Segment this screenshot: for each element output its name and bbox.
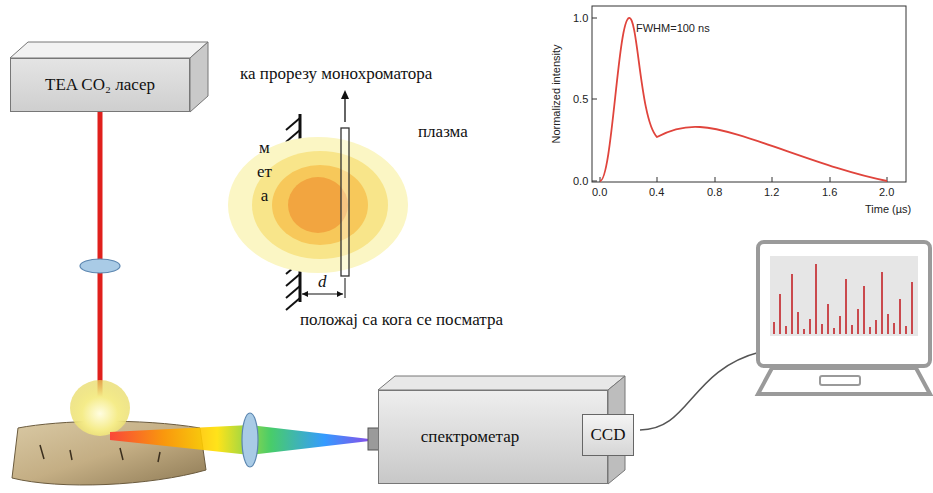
plasma-label: плазма <box>418 122 468 142</box>
spectrometer-top <box>378 376 625 390</box>
x-tick: 0.8 <box>707 186 722 198</box>
arrow-head <box>302 291 308 297</box>
screen-area <box>770 256 918 336</box>
x-axis-title: Time (µs) <box>865 203 911 215</box>
chart-frame <box>592 6 906 182</box>
x-tick: 1.6 <box>822 186 837 198</box>
target-label: мета <box>256 136 273 207</box>
plasma-outer <box>228 137 408 273</box>
distance-tick <box>345 278 346 298</box>
x-tick: 2.0 <box>879 186 894 198</box>
distance-label: d <box>318 272 327 292</box>
collecting-lens <box>242 413 258 467</box>
arrow-head <box>337 291 343 297</box>
laptop-base <box>758 368 930 394</box>
laptop-screen <box>758 242 930 366</box>
laser-box: TEA CO₂ ласер <box>10 58 190 112</box>
node-text: TEA CO₂ ласер <box>45 75 155 95</box>
fwhm-note: FWHM=100 ns <box>636 22 710 34</box>
x-tick: 1.2 <box>764 186 779 198</box>
plasma-inner <box>272 165 368 245</box>
sample-marks <box>40 445 160 462</box>
observation-slit <box>341 128 349 276</box>
y-tick: 0.5 <box>573 93 588 105</box>
y-tick: 1.0 <box>573 12 588 24</box>
node-text: CCD <box>591 425 626 445</box>
x-tick: 0.4 <box>649 186 664 198</box>
arrow-head <box>341 90 349 99</box>
distance-line <box>302 293 343 294</box>
data-cable <box>640 352 760 430</box>
plasma-core <box>288 177 348 233</box>
y-tick: 0.0 <box>573 175 588 187</box>
laser-side <box>190 42 208 112</box>
plasma-mid <box>252 151 388 259</box>
observation-label: положај са кога се посматра <box>300 310 503 330</box>
x-tick: 0.0 <box>592 186 607 198</box>
touchpad <box>820 376 860 385</box>
spectrum-lines <box>774 264 912 334</box>
y-axis-title: Normalized intensity <box>550 44 562 143</box>
direction-arrow <box>344 96 345 122</box>
intensity-curve <box>600 18 887 181</box>
plasma-glow <box>70 380 130 436</box>
focusing-lens <box>80 259 120 273</box>
ccd-box: CCD <box>582 414 634 456</box>
spectrometer-box: спектрометар <box>378 390 608 484</box>
direction-label: ка прорезу монохроматора <box>240 64 432 84</box>
node-text: спектрометар <box>421 427 520 447</box>
laser-top <box>10 42 208 58</box>
axis-ticks <box>592 18 887 182</box>
